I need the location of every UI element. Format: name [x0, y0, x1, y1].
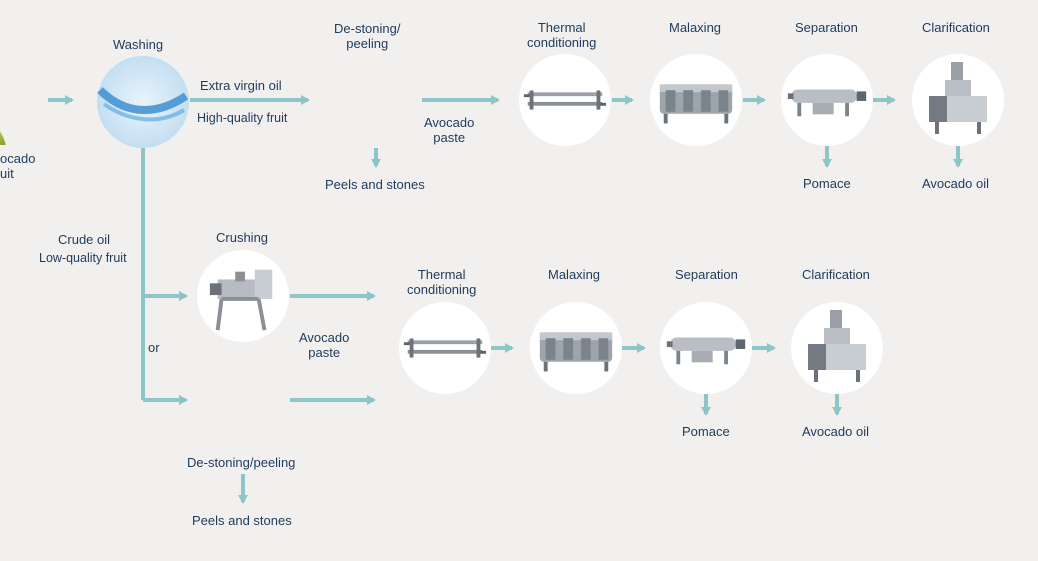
crude-oil-label: Crude oil [58, 232, 111, 247]
separation-bottom-label: Separation [675, 267, 738, 282]
node-separation-top [781, 54, 873, 146]
oil-bottom-label: Avocado oil [802, 424, 869, 439]
separation-top-label: Separation [795, 20, 858, 35]
node-clarification-top [912, 54, 1004, 146]
avocado-icon [330, 55, 422, 147]
low-quality-label: Low-quality fruit [39, 251, 127, 265]
node-destoning-bottom [197, 355, 289, 447]
clarification-top-label: Clarification [922, 20, 990, 35]
node-separation-bottom [660, 302, 752, 394]
oil-top-label: Avocado oil [922, 176, 989, 191]
node-thermal-top [519, 54, 611, 146]
extra-virgin-label: Extra virgin oil [200, 78, 282, 93]
crushing-label: Crushing [216, 230, 269, 245]
destoning-top-label: De-stoning/ peeling [334, 21, 401, 51]
connectors [48, 95, 963, 504]
washing-label: Washing [113, 37, 164, 52]
node-washing [97, 56, 189, 148]
destoning-bottom-label: De-stoning/peeling [187, 455, 296, 470]
node-fruit [0, 55, 49, 145]
thermal-top-label: Thermal conditioning [527, 20, 597, 50]
node-crushing [197, 250, 289, 342]
pomace-bottom-label: Pomace [682, 424, 730, 439]
or-label: or [148, 340, 160, 355]
paste-bottom-label: Avocado paste [299, 330, 350, 360]
malaxing-bottom-label: Malaxing [548, 267, 601, 282]
avocado-icon [0, 55, 49, 145]
thermal-bottom-label: Thermal conditioning [407, 267, 477, 297]
node-destoning-top [330, 55, 422, 147]
water-icon [97, 87, 189, 114]
node-thermal-bottom [399, 302, 491, 394]
avocado-icon [197, 355, 289, 447]
peels-bottom-label: Peels and stones [192, 513, 292, 528]
node-clarification-bottom [791, 302, 883, 394]
node-malaxing-top [650, 54, 742, 146]
node-malaxing-bottom [530, 302, 622, 394]
paste-top-label: Avocado paste [424, 115, 475, 145]
high-quality-label: High-quality fruit [197, 111, 288, 125]
peels-top-label: Peels and stones [325, 177, 425, 192]
clarification-bottom-label: Clarification [802, 267, 870, 282]
malaxing-top-label: Malaxing [669, 20, 722, 35]
pomace-top-label: Pomace [803, 176, 851, 191]
